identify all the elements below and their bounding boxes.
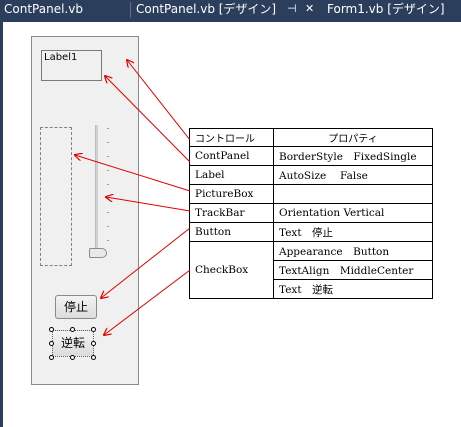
picturebox-control[interactable]	[40, 127, 72, 266]
header-property: プロパティ	[273, 128, 433, 147]
trackbar-thumb[interactable]	[89, 248, 107, 258]
row-property	[273, 184, 433, 204]
trackbar-tick	[107, 156, 109, 157]
row-property: TextAlign MiddleCenter	[273, 260, 433, 280]
row-control: TrackBar	[189, 203, 274, 223]
table-row: PictureBox	[189, 184, 433, 204]
table-row: ContPanel BorderStyle FixedSingle	[189, 146, 433, 166]
reverse-checkbox-button[interactable]: 逆転	[52, 330, 94, 357]
tab-label: ContPanel.vb [デザイン]	[136, 2, 277, 16]
row-control: Label	[189, 165, 274, 185]
table-row: CheckBox Appearance Button	[189, 241, 433, 299]
document-tab-bar: ContPanel.vb ContPanel.vb [デザイン] ⊣ ✕ For…	[0, 0, 461, 20]
table-row: Text 逆転	[190, 279, 433, 299]
close-icon[interactable]: ✕	[305, 2, 315, 15]
row-control: Button	[189, 222, 274, 242]
tab-form1-designer[interactable]: Form1.vb [デザイン]	[327, 0, 461, 20]
header-control: コントロール	[189, 128, 274, 147]
trackbar-tick	[107, 240, 109, 241]
tab-label: ContPanel.vb	[4, 2, 83, 16]
tab-contpanel-vb[interactable]: ContPanel.vb	[0, 0, 128, 20]
trackbar-tick	[107, 198, 109, 199]
stop-button[interactable]: 停止	[55, 295, 97, 319]
trackbar-tick	[107, 128, 109, 129]
tab-label: Form1.vb [デザイン]	[327, 2, 445, 16]
tab-separator	[130, 2, 131, 18]
label1-text: Label1	[44, 52, 78, 63]
row-control: CheckBox	[189, 241, 274, 299]
selection-handle[interactable]	[49, 355, 54, 360]
pin-icon[interactable]: ⊣	[287, 2, 297, 15]
tab-contpanel-designer[interactable]: ContPanel.vb [デザイン]	[136, 0, 294, 20]
row-property: AutoSize False	[273, 165, 433, 185]
row-property: Text 停止	[273, 222, 433, 242]
trackbar-control[interactable]	[95, 125, 98, 255]
selection-handle[interactable]	[91, 355, 96, 360]
table-header-row: コントロール プロパティ	[189, 128, 433, 147]
table-row: Label AutoSize False	[189, 165, 433, 185]
table-row: Button Text 停止	[189, 222, 433, 242]
row-property: Text 逆転	[273, 279, 433, 299]
selection-handle[interactable]	[91, 327, 96, 332]
row-control: PictureBox	[189, 184, 274, 204]
canvas-left-edge	[0, 22, 3, 427]
trackbar-tick	[107, 184, 109, 185]
property-table: コントロール プロパティ ContPanel BorderStyle Fixed…	[189, 128, 433, 299]
selection-handle[interactable]	[49, 327, 54, 332]
trackbar-tick	[107, 142, 109, 143]
selection-handle[interactable]	[49, 341, 54, 346]
selection-handle[interactable]	[70, 355, 75, 360]
row-property: BorderStyle FixedSingle	[273, 146, 433, 166]
label1-control[interactable]: Label1	[41, 50, 102, 81]
tab-underline	[0, 20, 461, 22]
row-control: ContPanel	[189, 146, 274, 166]
table-row: TrackBar Orientation Vertical	[189, 203, 433, 223]
trackbar-tick	[107, 226, 109, 227]
trackbar-tick	[107, 170, 109, 171]
table-row: TextAlign MiddleCenter	[190, 260, 433, 280]
row-property: Orientation Vertical	[273, 203, 433, 223]
selection-handle[interactable]	[70, 327, 75, 332]
selection-handle[interactable]	[91, 341, 96, 346]
trackbar-tick	[107, 212, 109, 213]
row-property: Appearance Button	[273, 241, 433, 261]
